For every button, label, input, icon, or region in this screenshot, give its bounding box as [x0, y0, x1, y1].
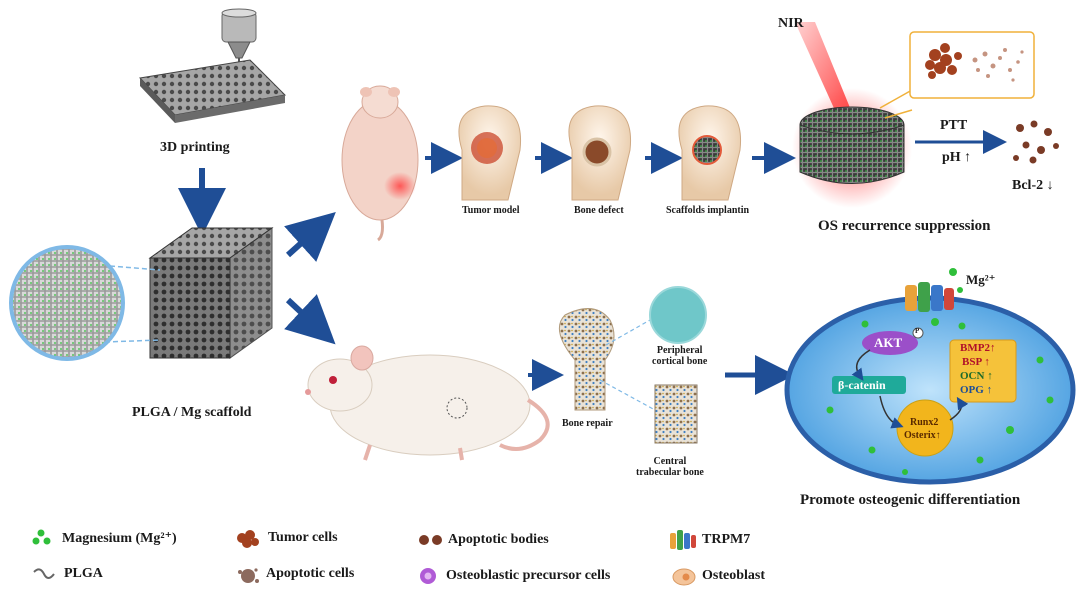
osteoblastic-precursor-icon	[420, 568, 436, 584]
scaffold-implant-label: Scaffolds implantin	[666, 205, 750, 216]
bone-defect	[568, 105, 632, 201]
markers-box	[949, 339, 1017, 403]
legend-tumor-cells: Tumor cells	[268, 530, 338, 545]
arrow-to-mouse	[284, 211, 336, 262]
apoptotic-cell-icon	[238, 568, 259, 583]
bmp2-label: BMP2↑	[960, 342, 996, 354]
akt-node	[862, 331, 918, 355]
rat-illustration	[305, 345, 550, 461]
legend-apoptotic-bodies: Apoptotic bodies	[448, 532, 549, 547]
bone-scaffold-implant	[678, 105, 742, 201]
bcl2-label: Bcl-2 ↓	[1012, 178, 1054, 193]
akt-label: AKT	[874, 335, 903, 350]
legend-apoptotic-cells: Apoptotic cells	[266, 566, 355, 581]
osteogenic-differentiation-label: Promote osteogenic differentiation	[800, 492, 1021, 508]
mg-ion-label: Mg²⁺	[966, 272, 996, 287]
peripheral-label: Peripheral cortical bone	[652, 345, 708, 367]
plga-icon	[33, 568, 55, 579]
bone-repair-label: Bone repair	[562, 418, 613, 429]
ptt-label: PTT	[940, 118, 968, 133]
trabecular-bone-block	[654, 384, 698, 444]
osteoblast-icon	[672, 568, 696, 586]
bsp-label: BSP ↑	[962, 356, 990, 368]
osterix-label: Osterix↑	[904, 430, 941, 441]
runx2-label: Runx2	[910, 417, 939, 428]
apoptotic-bodies-icon	[419, 535, 442, 545]
apoptosis-inset	[879, 31, 1035, 119]
tumor-model-label: Tumor model	[462, 205, 520, 216]
bone-tumor-model	[458, 105, 522, 201]
tumor-cell-icon	[237, 530, 259, 548]
printer-nozzle-icon	[221, 8, 257, 68]
legend-magnesium: Magnesium (Mg²⁺)	[62, 531, 177, 546]
legend-plga: PLGA	[64, 566, 103, 581]
osteoblast-cell	[784, 268, 1076, 485]
os-recurrence-label: OS recurrence suppression	[818, 218, 991, 234]
bone-defect-label: Bone defect	[574, 205, 624, 216]
ocn-label: OCN ↑	[960, 370, 993, 382]
nucleus	[896, 399, 954, 457]
arrow-to-rat	[284, 294, 336, 345]
phospho-label: P	[915, 327, 920, 335]
legend-osteoblastic-precursor: Osteoblastic precursor cells	[446, 568, 611, 583]
trpm7-icon	[670, 530, 696, 550]
opg-label: OPG ↑	[960, 384, 993, 396]
magnesium-icon	[32, 529, 51, 545]
scaffold-cube	[148, 227, 274, 359]
printing-label: 3D printing	[160, 140, 230, 155]
cortical-bone-circle	[649, 286, 707, 344]
bone-repair-illustration	[558, 308, 656, 411]
ph-label: pH ↑	[942, 150, 972, 165]
nude-mouse-illustration	[341, 85, 419, 242]
beta-catenin-node	[832, 376, 906, 394]
scaffold-zoom-circle	[9, 245, 161, 361]
legend-trpm7: TRPM7	[702, 532, 751, 547]
scaffold-label: PLGA / Mg scaffold	[132, 405, 252, 420]
ptt-scaffold	[792, 88, 912, 208]
beta-catenin-label: β-catenin	[838, 378, 886, 392]
central-label: Central trabecular bone	[636, 456, 704, 478]
printed-lattice-icon	[138, 59, 287, 123]
trpm7-channel-icon	[905, 282, 954, 312]
nir-label: NIR	[778, 16, 804, 31]
legend-osteoblast: Osteoblast	[702, 568, 765, 583]
apoptotic-bodies-cluster	[1013, 120, 1059, 164]
